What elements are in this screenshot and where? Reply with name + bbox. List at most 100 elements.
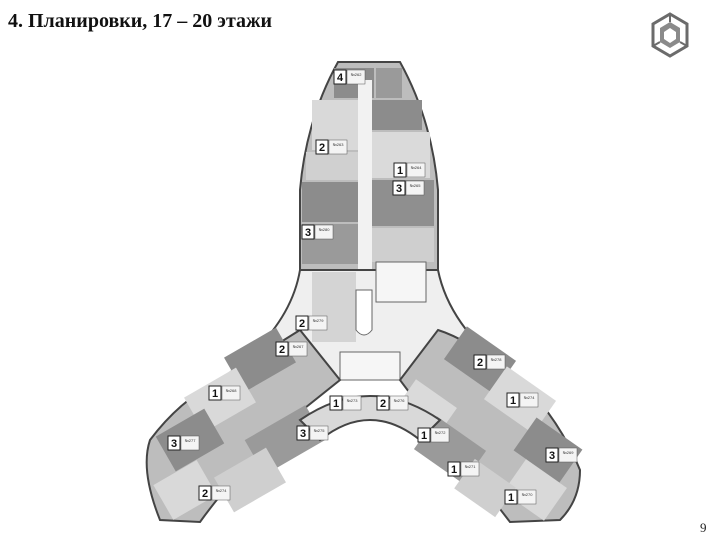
page-number: 9 xyxy=(700,520,707,535)
apartment-number: №274 xyxy=(216,488,228,493)
apartment-number-box xyxy=(342,395,362,411)
room-count-box xyxy=(295,315,309,331)
room-count-box xyxy=(545,447,559,463)
room-count: 1 xyxy=(451,464,457,476)
apartment-badge: 1 №274 xyxy=(506,392,539,408)
room-count: 1 xyxy=(333,398,339,410)
apartment-number: №278 xyxy=(491,357,503,362)
room-count-box xyxy=(417,427,431,443)
apartment-badge: 2 №267 xyxy=(275,341,308,357)
page-title: 4. Планировки, 17 – 20 этажи xyxy=(8,10,273,32)
room-count: 1 xyxy=(421,430,427,442)
apartment-number: №271 xyxy=(465,464,477,469)
apartment-number: №264 xyxy=(411,165,423,170)
apartment-badge: 3 №265 xyxy=(392,180,425,196)
room-count: 1 xyxy=(212,388,218,400)
apartment-badge: 2 №278 xyxy=(473,354,506,370)
apartment-number: №265 xyxy=(410,183,422,188)
apartment-number: №262 xyxy=(351,72,363,77)
room-count-box xyxy=(393,162,407,178)
room-count: 2 xyxy=(319,142,325,154)
apartment-badges: 4 №262 2 №263 1 №264 3 №265 3 №280 2 №279 2 №267 2 №278… xyxy=(167,69,578,505)
room-count-box xyxy=(198,485,212,501)
room-count: 3 xyxy=(171,438,177,450)
apartment-number-box xyxy=(486,354,506,370)
apartment-number: №270 xyxy=(522,492,534,497)
apartment-badge: 1 №271 xyxy=(447,461,480,477)
apartment-number: №277 xyxy=(185,438,197,443)
room-count-box xyxy=(329,395,343,411)
apartment-badge: 1 №272 xyxy=(417,427,450,443)
apartment-number-box xyxy=(406,162,426,178)
logo-icon xyxy=(651,12,689,58)
room-count: 2 xyxy=(299,318,305,330)
apartment-number: №273 xyxy=(347,398,359,403)
room-count-box xyxy=(392,180,406,196)
apartment-badge: 3 №275 xyxy=(296,425,329,441)
apartment-badge: 3 №277 xyxy=(167,435,200,451)
apartment-number-box xyxy=(314,224,334,240)
apartment-number-box xyxy=(211,485,231,501)
apartment-number: №279 xyxy=(313,318,325,323)
wing-southwest xyxy=(145,327,342,524)
room-count-box xyxy=(473,354,487,370)
room-count: 2 xyxy=(279,344,285,356)
apartment-number: №276 xyxy=(394,398,406,403)
apartment-number-box xyxy=(288,341,308,357)
room-count-box xyxy=(315,139,329,155)
room-count: 3 xyxy=(305,227,311,239)
apartment-badge: 1 №273 xyxy=(329,395,362,411)
apartment-number-box xyxy=(389,395,409,411)
room-count-box xyxy=(208,385,222,401)
apartment-number-box xyxy=(519,392,539,408)
apartment-number-box xyxy=(308,315,328,331)
apartment-number-box xyxy=(430,427,450,443)
apartment-badge: 2 №276 xyxy=(376,395,409,411)
room-count-box xyxy=(301,224,315,240)
apartment-number-box xyxy=(346,69,366,85)
apartment-badge: 4 №262 xyxy=(333,69,366,85)
apartment-badge: 2 №263 xyxy=(315,139,348,155)
room-count: 1 xyxy=(397,165,403,177)
apartment-number: №269 xyxy=(563,450,575,455)
room-count: 3 xyxy=(300,428,306,440)
apartment-badge: 1 №268 xyxy=(208,385,241,401)
apartment-number-box xyxy=(180,435,200,451)
room-count-box xyxy=(167,435,181,451)
apartment-badge: 3 №280 xyxy=(301,224,334,240)
apartment-number: №268 xyxy=(226,388,238,393)
room-count-box xyxy=(504,489,518,505)
room-count-box xyxy=(333,69,347,85)
room-count: 2 xyxy=(202,488,208,500)
apartment-number-box xyxy=(460,461,480,477)
apartment-number-box xyxy=(309,425,329,441)
room-count: 1 xyxy=(510,395,516,407)
apartment-badge: 1 №270 xyxy=(504,489,537,505)
apartment-number: №272 xyxy=(435,430,447,435)
apartment-number: №263 xyxy=(333,142,345,147)
room-count: 2 xyxy=(477,357,483,369)
apartment-number: №267 xyxy=(293,344,305,349)
apartment-number: №280 xyxy=(319,227,331,232)
apartment-number-box xyxy=(517,489,537,505)
apartment-number-box xyxy=(558,447,578,463)
apartment-badge: 3 №269 xyxy=(545,447,578,463)
room-count-box xyxy=(447,461,461,477)
apartment-badge: 1 №264 xyxy=(393,162,426,178)
apartment-badge: 2 №274 xyxy=(198,485,231,501)
apartment-number-box xyxy=(328,139,348,155)
apartment-number: №274 xyxy=(524,395,536,400)
apartment-number: №275 xyxy=(314,428,326,433)
room-count: 2 xyxy=(380,398,386,410)
room-count: 1 xyxy=(508,492,514,504)
room-count-box xyxy=(296,425,310,441)
room-count-box xyxy=(506,392,520,408)
room-count-box xyxy=(275,341,289,357)
room-count: 3 xyxy=(396,183,402,195)
apartment-number-box xyxy=(221,385,241,401)
room-count-box xyxy=(376,395,390,411)
room-count: 3 xyxy=(549,450,555,462)
room-count: 4 xyxy=(337,72,344,84)
apartment-number-box xyxy=(405,180,425,196)
